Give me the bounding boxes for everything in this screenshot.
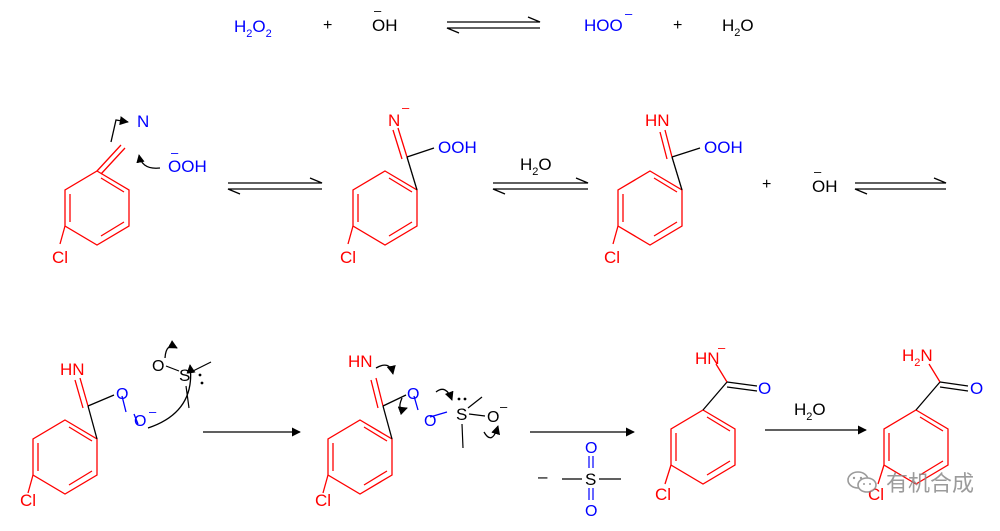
water-formula: H2O	[520, 155, 552, 178]
equilibrium-arrows	[227, 177, 323, 195]
h2o2-formula: H2O2	[234, 17, 272, 40]
svg-text:OH: OH	[812, 177, 838, 196]
peroxy-o-anion: O	[134, 413, 146, 430]
svg-text:–: –	[538, 467, 548, 486]
sulfonium-intermediate	[322, 364, 501, 495]
nitrile-n: N	[137, 112, 149, 131]
chloro-label: Cl	[604, 248, 620, 267]
chlorobenzamide	[877, 363, 969, 485]
equilibrium-arrows	[446, 16, 541, 34]
svg-text:O: O	[585, 503, 597, 520]
amide-anion	[664, 363, 758, 485]
water-formula: H2O	[722, 16, 754, 39]
watermark-text: 有机合成	[885, 472, 974, 497]
hydroxide-ion: OH –	[372, 3, 398, 35]
svg-text:O: O	[152, 358, 164, 375]
svg-text:H2O2: H2O2	[234, 17, 272, 40]
amide-nh: HN	[695, 349, 720, 368]
sulfonium-center: S O –	[456, 396, 508, 449]
imidate-n: N	[388, 111, 400, 130]
chloro-label: Cl	[20, 491, 36, 510]
svg-text:–: –	[171, 145, 179, 160]
hydroperoxide-anion: HOO –	[584, 6, 633, 35]
svg-text:S: S	[179, 366, 190, 385]
svg-text:H2O: H2O	[520, 155, 552, 178]
svg-text:H2O: H2O	[794, 400, 826, 423]
chloro-label: Cl	[52, 248, 68, 267]
equilibrium-arrows	[854, 177, 947, 195]
amide-nh2: H2N	[902, 346, 933, 369]
peroxy-o: O	[424, 413, 436, 430]
chloro-label: Cl	[315, 491, 331, 510]
negative-charge: –	[718, 340, 726, 355]
peroxyimidic-acid	[612, 129, 701, 246]
peroxy-o: O	[116, 386, 128, 403]
equilibrium-arrows	[492, 177, 589, 195]
svg-text:S: S	[456, 405, 467, 424]
peroxy-ooh: OOH	[438, 138, 477, 157]
svg-text:–: –	[374, 3, 382, 18]
chloro-label: Cl	[340, 248, 356, 267]
peroxy-o: O	[407, 386, 419, 403]
water-formula: H2O	[794, 400, 826, 423]
svg-text:H2N: H2N	[902, 346, 933, 369]
svg-text:S: S	[585, 470, 596, 489]
peroxyimidate-anion	[347, 127, 435, 246]
plus-sign: +	[323, 17, 332, 34]
dmso-molecule: O S	[152, 358, 212, 409]
svg-text:OH: OH	[372, 16, 398, 35]
hydroperoxide-attack: OOH –	[136, 145, 207, 176]
imine-nh: HN	[348, 352, 373, 371]
peroxy-ooh: OOH	[704, 138, 743, 157]
peroxyimidate-dmso-attack	[27, 340, 196, 495]
svg-text:O: O	[487, 409, 499, 426]
negative-charge: –	[402, 100, 410, 115]
svg-text:–: –	[500, 399, 508, 414]
plus-sign: +	[673, 17, 682, 34]
negative-charge: –	[149, 404, 157, 419]
svg-text:HOO: HOO	[584, 16, 623, 35]
carbonyl-o: O	[970, 379, 983, 398]
hydroxide-ion: OH –	[812, 164, 838, 196]
carbonyl-o: O	[758, 379, 771, 398]
imine-nh: HN	[645, 111, 670, 130]
imine-nh: HN	[60, 360, 85, 379]
dmso-byproduct: – O S O	[538, 440, 621, 520]
svg-text:–: –	[814, 164, 822, 179]
wechat-icon	[847, 471, 877, 493]
svg-text:O: O	[585, 440, 597, 457]
chloro-label: Cl	[655, 485, 671, 504]
chlorobenzonitrile	[59, 116, 130, 246]
svg-text:H2O: H2O	[722, 16, 754, 39]
plus-sign: +	[762, 176, 771, 193]
svg-text:–: –	[625, 6, 633, 21]
svg-text:OOH: OOH	[168, 157, 207, 176]
watermark: 有机合成	[846, 466, 974, 498]
